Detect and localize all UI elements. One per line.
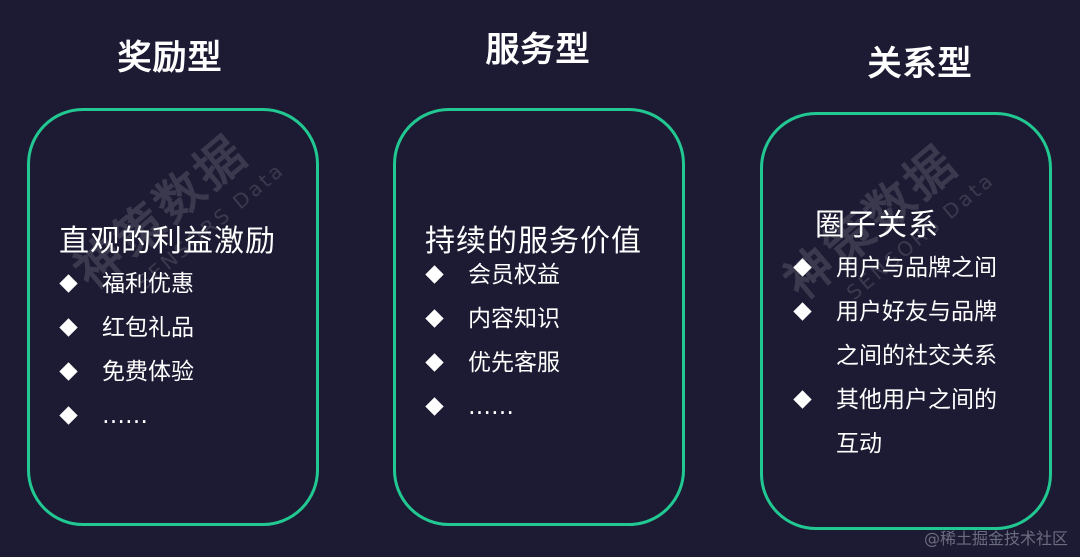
card-relationship xyxy=(760,112,1052,530)
list-item: 福利优惠 xyxy=(58,262,194,306)
list-item: …… xyxy=(58,394,194,438)
bullet-list-service: 会员权益 内容知识 优先客服 …… xyxy=(424,253,560,429)
diamond-bullet-icon xyxy=(425,397,444,416)
list-item: …… xyxy=(424,385,560,429)
list-item: 红包礼品 xyxy=(58,306,194,350)
list-item: 其他用户之间的 xyxy=(792,378,997,422)
list-item: 用户好友与品牌 xyxy=(792,290,997,334)
diamond-bullet-icon xyxy=(425,353,444,372)
card-heading-service: 持续的服务价值 xyxy=(425,224,642,259)
bullet-list-relationship: 用户与品牌之间 用户好友与品牌 之间的社交关系 其他用户之间的 互动 xyxy=(792,246,997,466)
diamond-bullet-icon xyxy=(59,406,78,425)
card-reward xyxy=(27,108,319,526)
diamond-bullet-icon xyxy=(793,302,812,321)
list-item: 用户与品牌之间 xyxy=(792,246,997,290)
column-title-service: 服务型 xyxy=(485,30,591,70)
diamond-bullet-icon xyxy=(793,390,812,409)
list-item: 内容知识 xyxy=(424,297,560,341)
list-item: 会员权益 xyxy=(424,253,560,297)
list-item: 免费体验 xyxy=(58,350,194,394)
card-heading-relationship: 圈子关系 xyxy=(815,208,939,243)
diamond-bullet-icon xyxy=(793,258,812,277)
card-service xyxy=(393,108,685,526)
list-item-continuation: 之间的社交关系 xyxy=(836,343,997,369)
list-item-continuation: 互动 xyxy=(836,431,882,457)
diamond-bullet-icon xyxy=(425,309,444,328)
column-title-relationship: 关系型 xyxy=(867,44,973,84)
diamond-bullet-icon xyxy=(59,318,78,337)
diamond-bullet-icon xyxy=(59,362,78,381)
diamond-bullet-icon xyxy=(59,274,78,293)
diamond-bullet-icon xyxy=(425,265,444,284)
list-item: 优先客服 xyxy=(424,341,560,385)
source-watermark: @稀土掘金技术社区 xyxy=(923,529,1068,548)
column-title-reward: 奖励型 xyxy=(117,38,223,78)
card-heading-reward: 直观的利益激励 xyxy=(59,224,276,259)
bullet-list-reward: 福利优惠 红包礼品 免费体验 …… xyxy=(58,262,194,438)
